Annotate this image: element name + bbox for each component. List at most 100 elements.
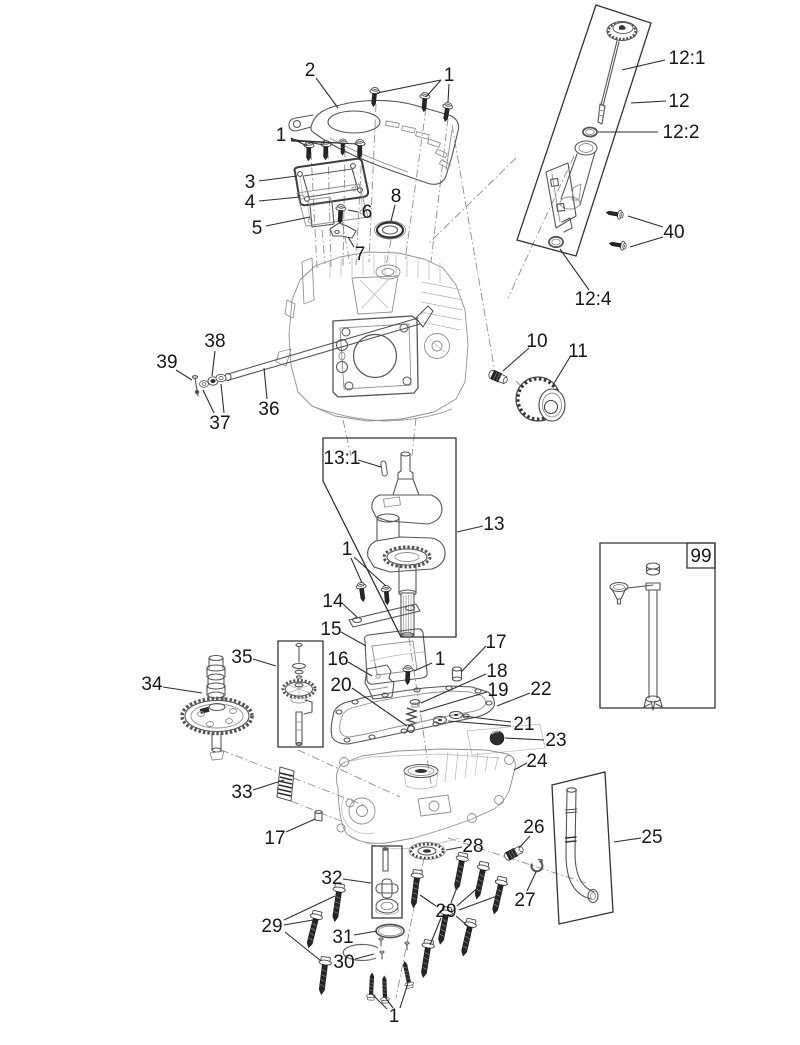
oil-filter (515, 376, 566, 422)
leader-line-12 (630, 100, 667, 104)
leader-line-1 (399, 982, 409, 1009)
callout-label-38: 38 (204, 331, 225, 352)
leader-line-21 (462, 715, 512, 723)
lower-oil-seal (408, 842, 446, 860)
callout-label-11: 11 (568, 341, 588, 362)
crankshaft (367, 451, 446, 638)
pump-cover-plate (342, 937, 410, 962)
leader-line-39 (175, 369, 193, 381)
dipstick-screw-2 (608, 238, 628, 252)
leader-line-13:1 (357, 459, 382, 468)
leader-line-27 (526, 871, 537, 892)
baffle-screw-2 (380, 584, 393, 606)
cover-screws-bottom (365, 960, 415, 1004)
callout-label-6: 6 (362, 202, 373, 223)
leader-line-28 (445, 846, 463, 851)
leader-line-14 (342, 603, 358, 618)
leader-line-1 (447, 83, 450, 103)
leader-line-21 (447, 720, 512, 727)
breather-element (307, 196, 335, 228)
leader-line-4 (258, 196, 301, 202)
leader-line-24 (513, 762, 528, 771)
callout-label-1: 1 (435, 649, 446, 670)
leader-line-32 (342, 878, 372, 884)
oil-filter-adapter (488, 369, 508, 385)
inset-boxes (277, 4, 716, 925)
sump-screw (401, 664, 414, 686)
callout-label-1: 1 (389, 1006, 400, 1027)
callout-label-23: 23 (545, 730, 566, 751)
leader-line-1 (384, 996, 394, 1009)
leader-line-20 (351, 687, 408, 727)
callout-label-5: 5 (252, 218, 263, 239)
dipstick-screw-1 (605, 207, 625, 221)
leader-line-29 (456, 884, 482, 907)
dipstick-assembly (545, 20, 638, 252)
leader-line-8 (390, 204, 396, 222)
drain-plug (466, 723, 546, 756)
box-35-governor (277, 640, 324, 748)
breather-clamp (329, 222, 357, 239)
fill-tube-hardware (191, 373, 227, 397)
leader-line-31 (353, 930, 378, 936)
callout-label-4: 4 (245, 192, 256, 213)
box-32-oil-pump (371, 845, 403, 919)
leader-line-17 (285, 818, 316, 833)
leader-line-3 (258, 175, 298, 182)
drain-pipe (564, 787, 599, 904)
oil-pump-parts (375, 847, 399, 915)
callout-label-2: 2 (305, 60, 316, 81)
callout-label-3: 3 (245, 172, 256, 193)
callout-label-28: 28 (462, 836, 483, 857)
leader-line-12:1 (621, 59, 666, 71)
leader-line-29 (283, 919, 314, 926)
leader-line-1 (425, 79, 442, 98)
leader-line-37 (220, 383, 225, 414)
governor-slide (276, 766, 295, 802)
callout-label-35: 35 (231, 647, 252, 668)
leader-line-29 (455, 915, 470, 928)
oil-baffle-plate (348, 603, 421, 628)
relief-valve-seat (409, 699, 421, 708)
callout-label-40: 40 (663, 222, 684, 243)
callout-label-1: 1 (342, 539, 353, 560)
leader-line-35 (252, 658, 277, 667)
leader-line-26 (518, 835, 531, 849)
callout-label-37: 37 (209, 413, 230, 434)
leader-line-2 (315, 77, 339, 109)
dipstick-oring-upper (582, 126, 598, 138)
sump-gasket (330, 685, 495, 745)
engine-block (275, 251, 469, 422)
callout-label-17: 17 (485, 632, 506, 653)
leader-line-34 (162, 686, 203, 694)
callout-label-16: 16 (327, 649, 348, 670)
callout-label-27: 27 (514, 890, 535, 911)
callout-label-10: 10 (526, 331, 547, 352)
callout-label-32: 32 (321, 868, 342, 889)
box-25-drain-pipe (551, 771, 614, 925)
leader-line-29 (458, 895, 498, 911)
leader-line-40 (627, 215, 664, 228)
callout-label-1: 1 (276, 125, 287, 146)
callout-label-19: 19 (487, 680, 508, 701)
box-13-crankshaft (322, 437, 457, 638)
callout-label-12: 12 (668, 91, 689, 112)
callout-label-12:1: 12:1 (669, 48, 706, 69)
crankshaft-key (380, 460, 388, 477)
governor-gear-assembly (281, 642, 317, 747)
leader-line-23 (504, 737, 545, 741)
leader-line-16 (347, 661, 373, 677)
leader-line-29 (284, 931, 322, 962)
callout-label-20: 20 (330, 675, 351, 696)
oil-pickup (364, 664, 395, 700)
callout-label-25: 25 (641, 827, 662, 848)
leader-line-40 (629, 236, 664, 248)
leader-line-1 (370, 992, 388, 1010)
camshaft (180, 654, 254, 761)
leader-line-25 (613, 837, 642, 843)
callout-label-39: 39 (156, 352, 177, 373)
baffle-screw-1 (355, 581, 369, 603)
leader-line-22 (496, 692, 531, 707)
